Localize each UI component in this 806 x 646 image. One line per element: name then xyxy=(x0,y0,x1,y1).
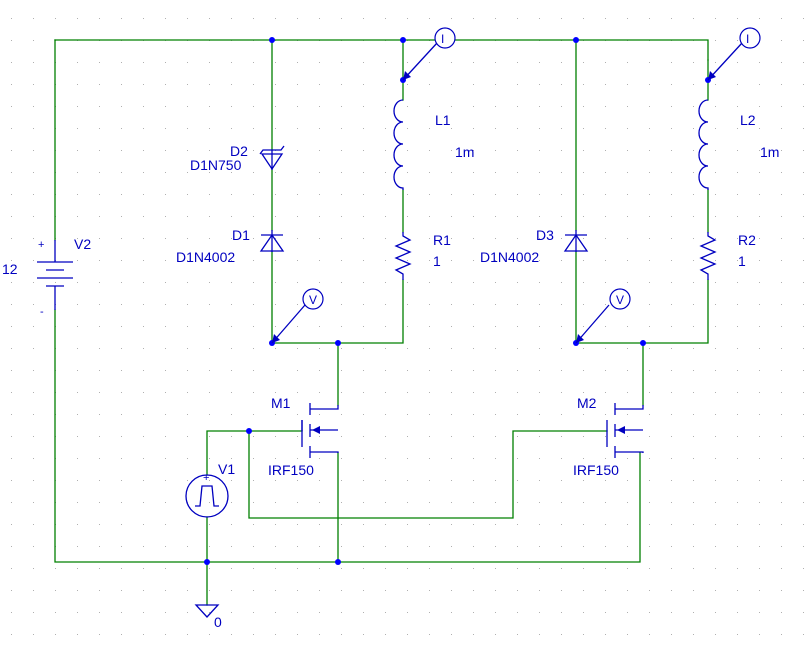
d3-part-label: D1N4002 xyxy=(480,249,539,265)
l1-value-label: 1m xyxy=(455,144,474,160)
v1-plus-mark: + xyxy=(203,472,209,484)
pulse-source-v1[interactable]: + V1 xyxy=(185,461,235,518)
v1-ref-label: V1 xyxy=(218,461,235,477)
v2-plus-label: + xyxy=(38,239,44,251)
junction-dot xyxy=(640,340,646,346)
v2-ref-label: V2 xyxy=(74,236,91,252)
junction-dot xyxy=(335,559,341,565)
voltage-probe-1[interactable]: V xyxy=(271,288,324,344)
voltage-probe-2[interactable]: V xyxy=(575,288,631,344)
current-probe-l2-label: I xyxy=(746,32,749,46)
voltage-probe-1-label: V xyxy=(309,293,317,307)
d2-part-label: D1N750 xyxy=(190,157,242,173)
m2-part-label: IRF150 xyxy=(573,462,619,478)
voltage-probe-2-label: V xyxy=(616,293,624,307)
r1-ref-label: R1 xyxy=(433,232,451,248)
inductor-l1[interactable]: L1 1m xyxy=(393,99,474,190)
current-probe-l1-label: I xyxy=(441,32,444,46)
resistor-r2[interactable]: R2 1 xyxy=(699,232,756,280)
grid-dots xyxy=(11,18,804,635)
v2-minus-label: - xyxy=(40,306,44,318)
mosfet-m1[interactable]: M1 IRF150 xyxy=(268,395,339,478)
l2-value-label: 1m xyxy=(760,144,779,160)
ground-symbol[interactable]: 0 xyxy=(194,604,222,630)
mosfet-m2[interactable]: M2 IRF150 xyxy=(573,395,644,478)
v2-value-label: 12 xyxy=(2,261,18,277)
d1-part-label: D1N4002 xyxy=(176,249,235,265)
inductor-l2[interactable]: L2 1m xyxy=(698,99,779,190)
l1-ref-label: L1 xyxy=(435,112,451,128)
junction-dot xyxy=(335,340,341,346)
junction-dot xyxy=(400,37,406,43)
m1-part-label: IRF150 xyxy=(268,462,314,478)
l2-ref-label: L2 xyxy=(740,112,756,128)
junction-dot xyxy=(246,428,252,434)
current-probe-l1[interactable]: I xyxy=(402,27,456,81)
current-probe-l2[interactable]: I xyxy=(707,27,761,81)
wires xyxy=(54,39,709,606)
d3-ref-label: D3 xyxy=(536,227,554,243)
junction-dot xyxy=(269,37,275,43)
diode-d1[interactable]: D1 D1N4002 xyxy=(176,227,285,265)
d1-ref-label: D1 xyxy=(232,227,250,243)
ground-label: 0 xyxy=(214,614,222,630)
battery-v2[interactable]: + - V2 12 xyxy=(2,236,91,318)
m2-ref-label: M2 xyxy=(577,395,597,411)
r1-value-label: 1 xyxy=(433,253,441,269)
diode-d3[interactable]: D3 D1N4002 xyxy=(480,227,589,265)
r2-ref-label: R2 xyxy=(738,232,756,248)
r2-value-label: 1 xyxy=(738,253,746,269)
d2-ref-label: D2 xyxy=(230,143,248,159)
m1-ref-label: M1 xyxy=(271,395,291,411)
junctions xyxy=(204,37,711,565)
zener-diode-d2[interactable]: D2 D1N750 xyxy=(190,143,285,173)
junction-dot xyxy=(573,37,579,43)
resistor-r1[interactable]: R1 1 xyxy=(394,232,451,280)
junction-dot xyxy=(204,559,210,565)
